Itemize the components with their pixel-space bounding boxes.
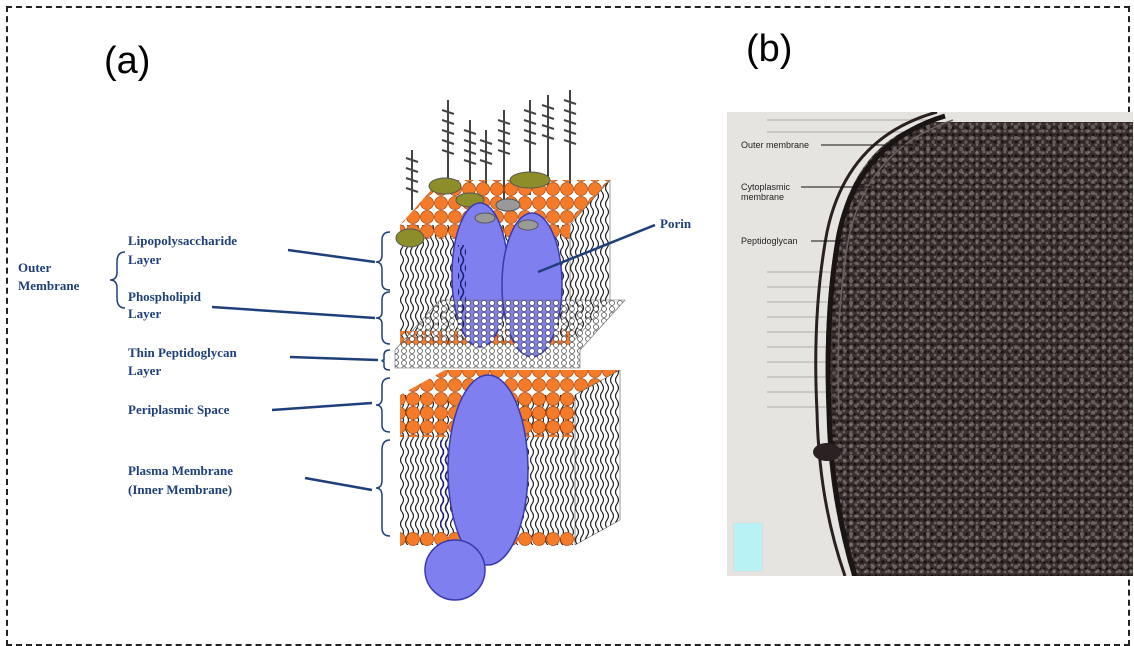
panel-b-label: (b): [746, 28, 792, 71]
phospholipid-label-1: Phospholipid: [128, 289, 202, 304]
plasma-membrane-label-1: Plasma Membrane: [128, 463, 233, 478]
porin-label: Porin: [660, 216, 692, 231]
electron-micrograph: Outer membrane Cytoplasmic membrane Pept…: [727, 112, 1133, 576]
peptidoglycan-label-1: Thin Peptidoglycan: [128, 345, 237, 360]
lps-label-2: Layer: [128, 252, 161, 267]
cell-wall-diagram: Outer Membrane Lipopolysaccharide Layer …: [0, 0, 720, 614]
outer-membrane-label-2: Membrane: [18, 278, 80, 293]
phospholipid-label-2: Layer: [128, 306, 161, 321]
micro-leader-lines: [727, 112, 1133, 576]
scale-box: [733, 522, 763, 572]
periplasmic-label: Periplasmic Space: [128, 402, 230, 417]
peptidoglycan-label-2: Layer: [128, 363, 161, 378]
outer-membrane-label-1: Outer: [18, 260, 51, 275]
lps-label-1: Lipopolysaccharide: [128, 233, 237, 248]
plasma-membrane-label-2: (Inner Membrane): [128, 482, 232, 497]
